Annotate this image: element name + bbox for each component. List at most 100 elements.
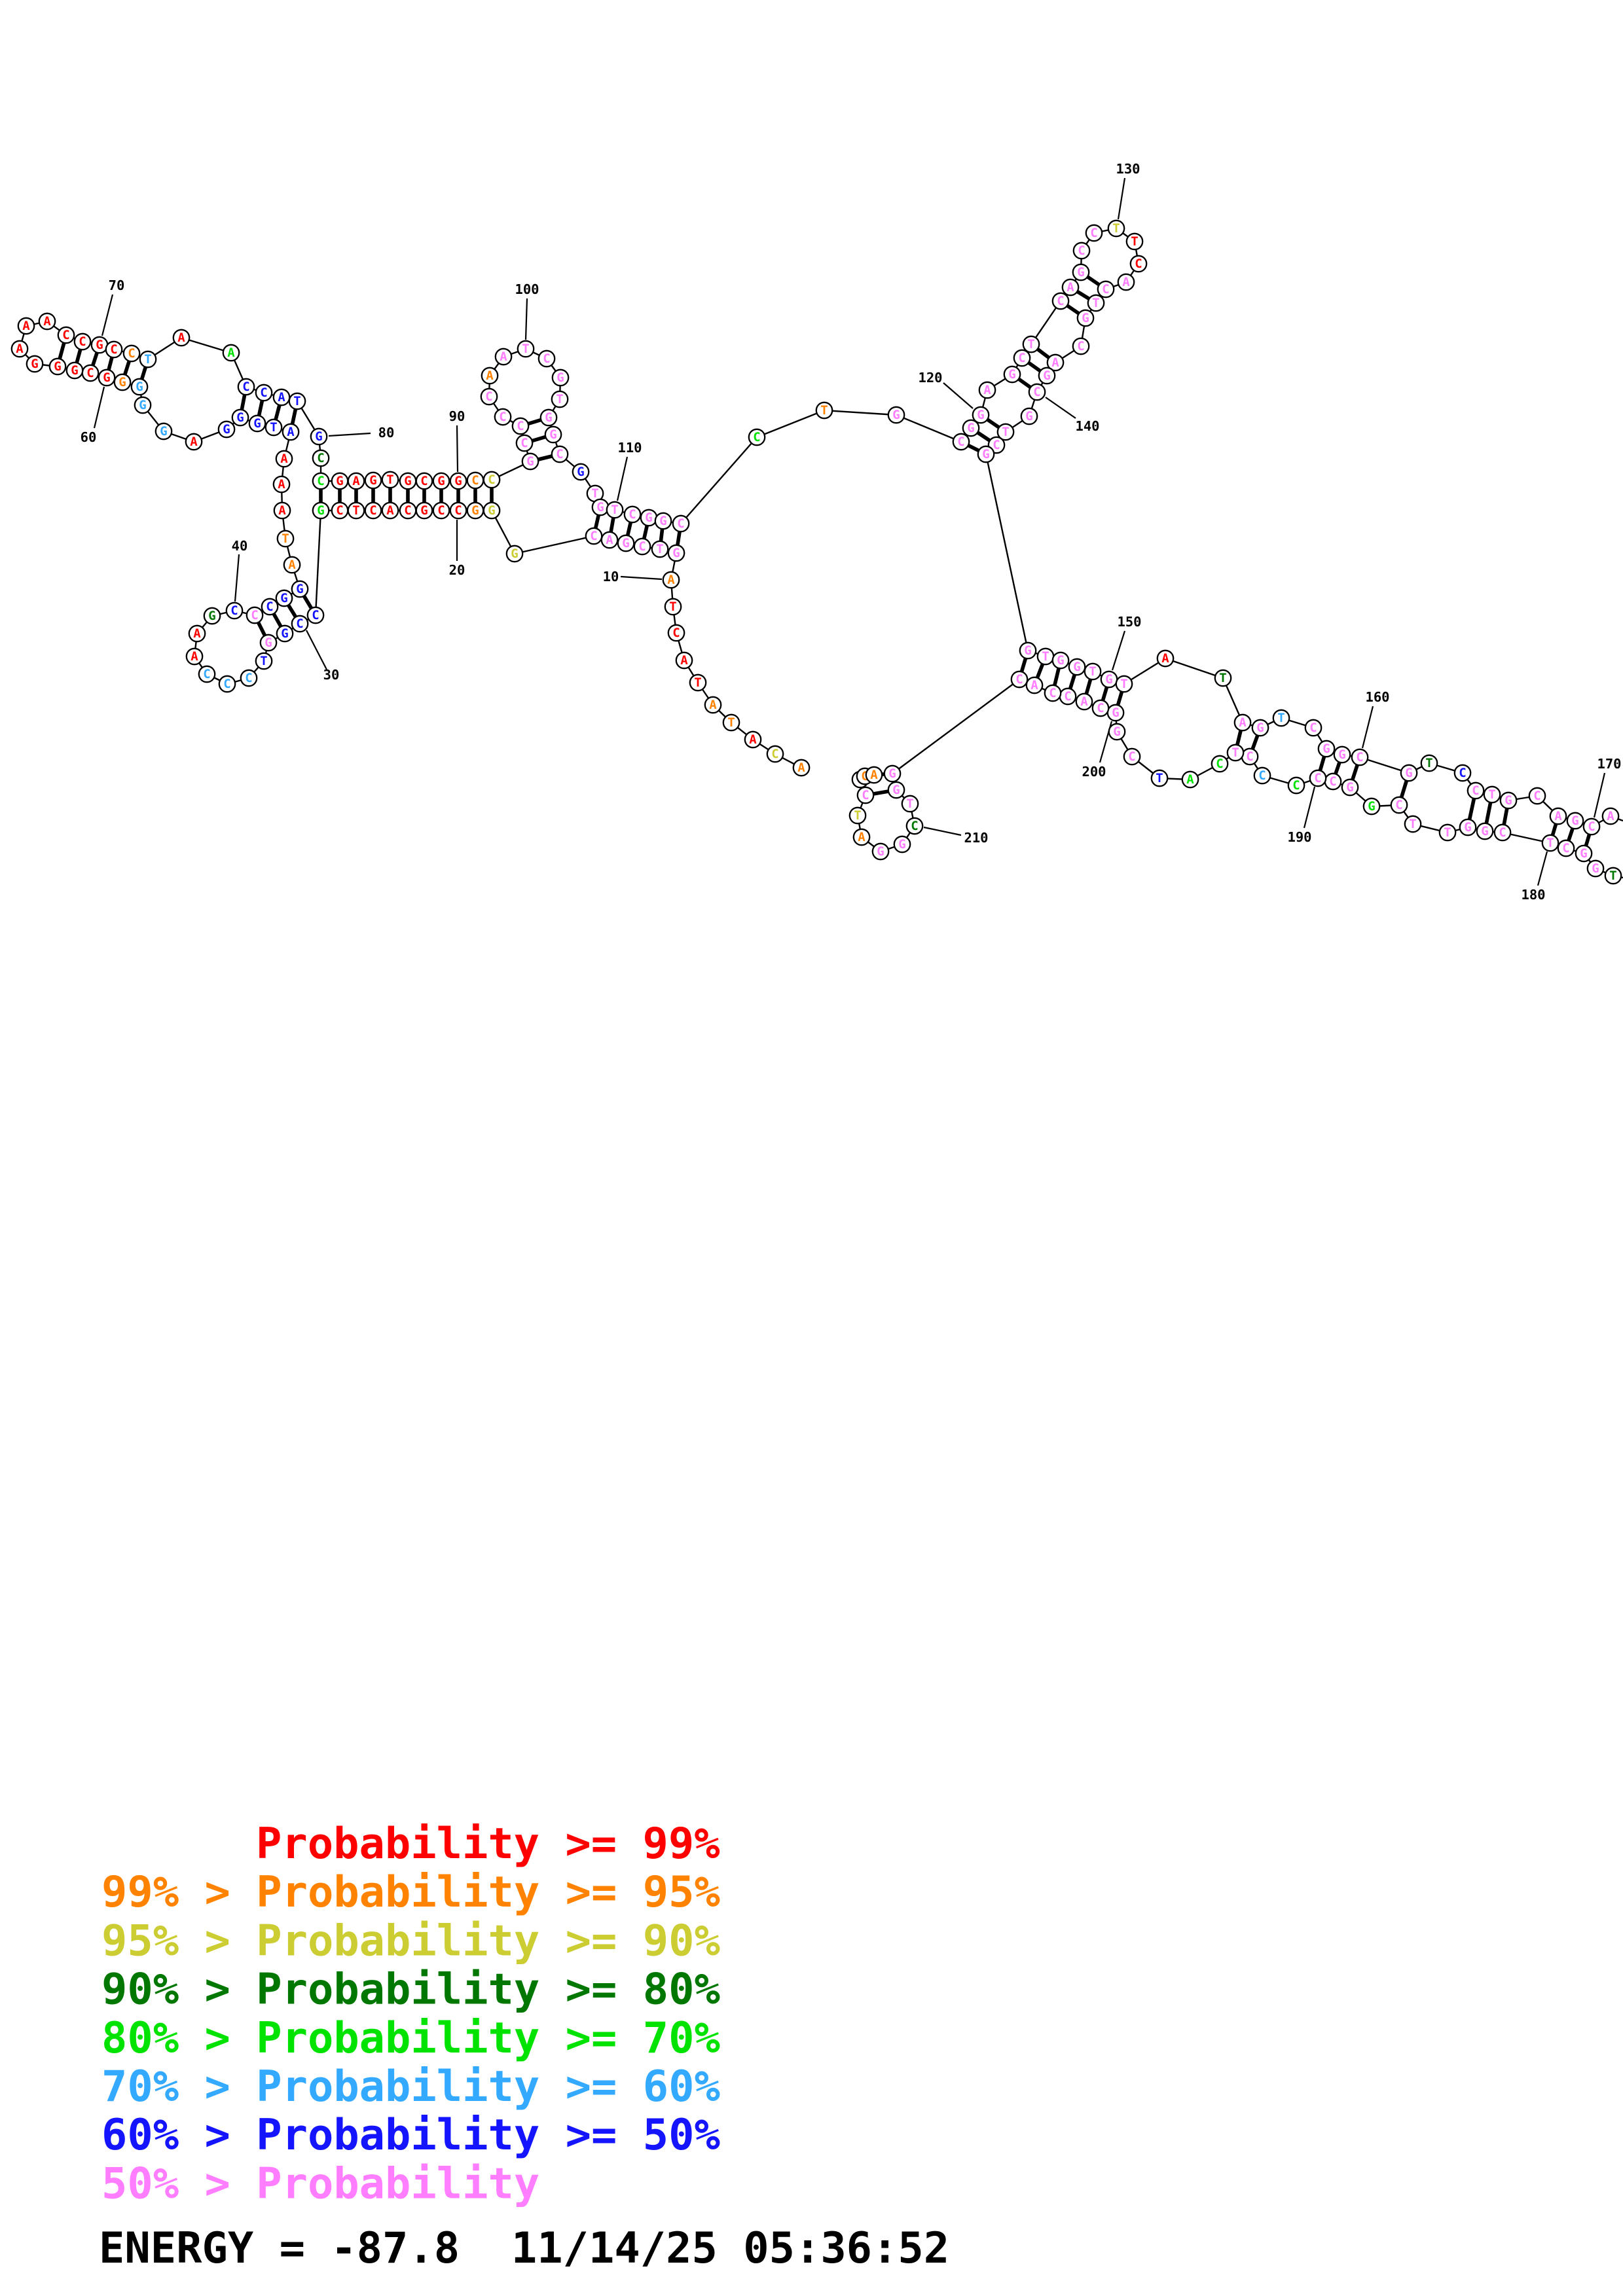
nucleotide-circle-69: [73, 332, 92, 351]
nucleotide-24: A: [381, 501, 399, 520]
nucleotide-167: C: [1528, 787, 1546, 805]
nucleotide-base-85: G: [369, 473, 376, 488]
nucleotide-53: G: [231, 408, 249, 427]
nucleotide-base-155: G: [1256, 721, 1264, 735]
nucleotide-circle-102: [551, 368, 570, 387]
nucleotide-98: A: [481, 367, 499, 385]
nucleotide-base-143: C: [993, 438, 1000, 452]
nucleotide-circle-123: [1013, 349, 1031, 367]
nucleotide-circle-139: [1038, 367, 1056, 385]
nucleotide-base-86: T: [386, 473, 393, 487]
nucleotide-circle-10: [662, 571, 680, 589]
position-label-90: 90: [449, 408, 465, 424]
nucleotide-134: C: [1097, 280, 1115, 298]
nucleotide-168: A: [1549, 807, 1567, 825]
nucleotide-base-162: T: [1425, 756, 1432, 770]
nucleotide-circle-134: [1097, 280, 1115, 298]
nucleotide-86: T: [381, 471, 399, 489]
position-label-100: 100: [515, 281, 539, 297]
nucleotide-base-5: A: [709, 698, 717, 712]
nucleotide-base-83: G: [336, 474, 343, 488]
nucleotide-12: T: [651, 540, 669, 558]
nucleotide-circle-19: [466, 501, 484, 520]
nucleotide-base-111: C: [629, 507, 636, 522]
nucleotide-circle-215: [856, 786, 875, 804]
nucleotide-circle-82: [312, 472, 330, 490]
nucleotide-base-145: G: [1024, 643, 1031, 658]
nucleotide-196: A: [1181, 770, 1199, 789]
nucleotide-circle-136: [1076, 309, 1095, 327]
nucleotide-base-207: G: [888, 766, 896, 781]
nucleotide-base-90: G: [454, 474, 462, 488]
nucleotide-circle-93: [521, 452, 539, 471]
nucleotide-circle-129: [1085, 224, 1103, 242]
nucleotide-circle-52: [248, 414, 266, 433]
nucleotide-circle-169: [1566, 812, 1584, 830]
nucleotide-circle-53: [231, 408, 249, 427]
backbone-bond-206-207: [892, 679, 1020, 774]
position-label-140: 140: [1075, 418, 1099, 434]
nucleotide-163: C: [1453, 764, 1472, 782]
nucleotide-54: G: [217, 420, 236, 439]
nucleotide-142: T: [996, 423, 1015, 441]
nucleotide-base-93: G: [526, 454, 534, 469]
nucleotide-circle-188: [1341, 778, 1359, 797]
nucleotide-base-44: G: [296, 582, 303, 596]
nucleotide-52: G: [248, 414, 266, 433]
nucleotide-circle-164: [1467, 781, 1485, 800]
nucleotide-9: T: [664, 598, 682, 616]
nucleotide-base-89: G: [437, 474, 445, 488]
nucleotide-circle-114: [672, 514, 690, 533]
position-leader-line-100: [524, 298, 528, 340]
nucleotide-circle-213: [852, 828, 871, 846]
nucleotide-circle-80: [310, 427, 328, 446]
nucleotide-105: G: [544, 425, 562, 444]
nucleotide-circle-212: [871, 842, 890, 861]
nucleotide-base-128: C: [1078, 243, 1085, 258]
nucleotide-35: C: [218, 675, 236, 693]
nucleotide-202: A: [1075, 692, 1093, 711]
probability-legend: Probability >= 99%99% > Probability >= 9…: [101, 1819, 720, 2208]
nucleotide-circle-94: [515, 434, 534, 452]
nucleotide-149: T: [1084, 662, 1102, 681]
nucleotide-base-196: A: [1186, 772, 1194, 787]
nucleotide-circle-113: [654, 512, 672, 530]
nucleotide-circle-110: [606, 501, 624, 519]
nucleotide-base-82: C: [317, 474, 324, 488]
nucleotide-195: C: [1211, 755, 1229, 773]
nucleotide-base-120: G: [977, 408, 984, 422]
nucleotide-base-97: C: [485, 389, 492, 404]
nucleotide-200: G: [1106, 704, 1125, 722]
legend-row-6: 70% > Probability >= 60%: [101, 2062, 720, 2111]
nucleotide-84: A: [347, 472, 365, 490]
nucleotide-base-47: A: [278, 503, 286, 518]
nucleotide-base-99: A: [500, 350, 507, 364]
nucleotide-circle-33: [255, 652, 273, 670]
position-leader-line-30: [306, 630, 327, 670]
nucleotide-36: C: [198, 665, 216, 683]
nucleotide-base-197: T: [1156, 771, 1163, 785]
nucleotide-circle-68: [57, 326, 75, 344]
nucleotide-133: A: [1117, 273, 1135, 291]
nucleotide-circle-50: [282, 423, 300, 441]
nucleotide-base-34: C: [245, 671, 252, 685]
nucleotide-circle-195: [1211, 755, 1229, 773]
nucleotide-214: T: [848, 806, 867, 825]
position-leader-line-10: [620, 575, 663, 581]
nucleotide-circle-74: [172, 329, 191, 347]
nucleotide-base-7: A: [680, 653, 688, 668]
nucleotide-5: A: [704, 696, 722, 714]
nucleotide-circle-54: [217, 420, 236, 439]
nucleotide-circle-84: [347, 472, 365, 490]
nucleotide-circle-105: [544, 425, 562, 444]
nucleotide-28: G: [312, 501, 330, 520]
nucleotide-60: G: [98, 368, 116, 387]
nucleotide-base-14: G: [622, 536, 629, 550]
nucleotide-base-75: A: [227, 346, 235, 360]
nucleotide-base-50: A: [287, 425, 295, 439]
nucleotide-153: T: [1214, 669, 1232, 687]
nucleotide-base-40: C: [230, 603, 238, 618]
position-leader-line-80: [328, 432, 371, 437]
nucleotide-125: C: [1051, 292, 1070, 310]
